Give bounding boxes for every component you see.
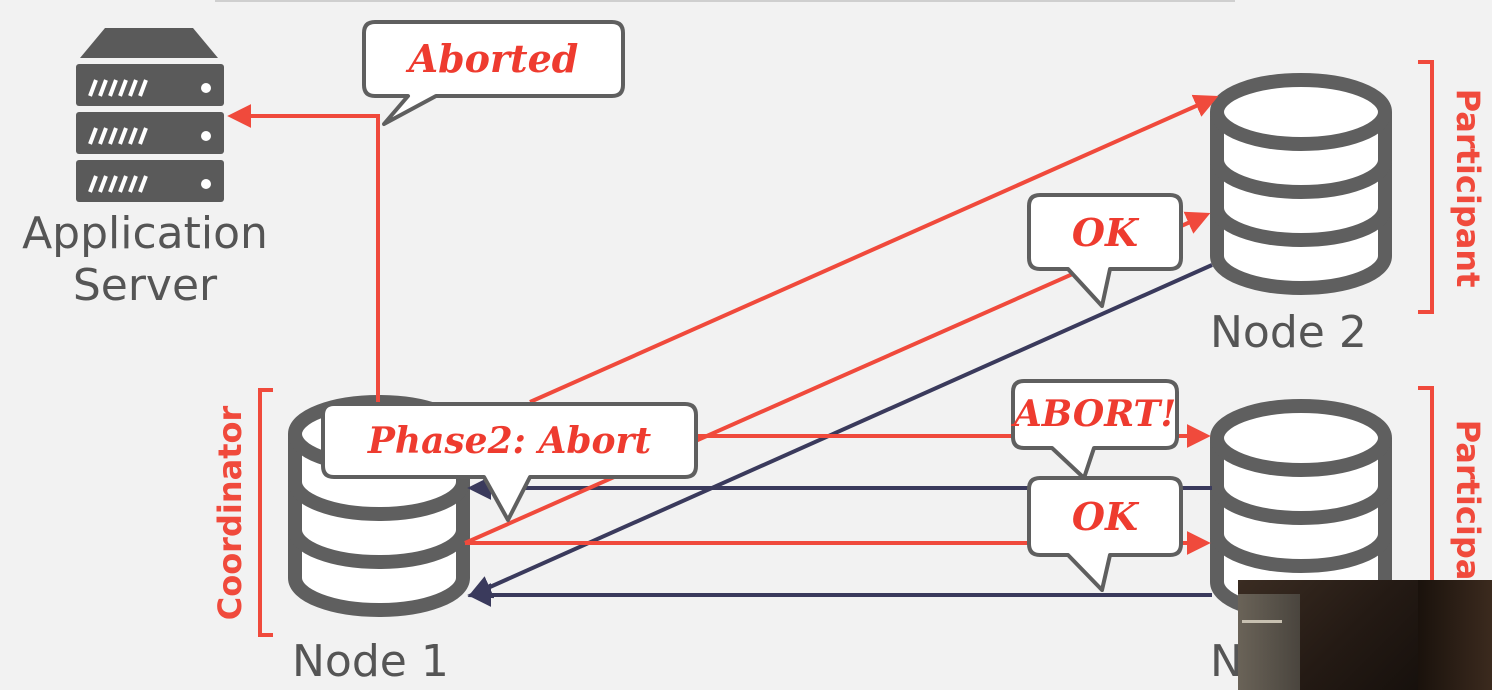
participant-label-node2: Participant xyxy=(1449,88,1487,288)
webcam-video-inset xyxy=(1238,580,1492,690)
server-icon xyxy=(76,28,224,202)
node3-label: N xyxy=(1210,636,1243,687)
arrow-node1-to-node2-phase2 xyxy=(529,94,1219,404)
database-icon-node2 xyxy=(1210,73,1392,295)
arrow-node1-to-app-server xyxy=(227,104,380,410)
bubble-ok-node2-text: OK xyxy=(1071,210,1139,255)
app-server-label: Application Server xyxy=(0,208,295,312)
bubble-ok-node2 xyxy=(1027,193,1183,308)
top-rule xyxy=(215,0,1235,2)
bubble-ok-node3 xyxy=(1027,476,1183,592)
webcam-wall xyxy=(1238,594,1300,690)
bubble-abort-node3-text: ABORT! xyxy=(1013,393,1177,435)
bubble-aborted xyxy=(362,20,625,126)
bubble-ok-node3-text: OK xyxy=(1071,494,1139,539)
bubble-aborted-text: Aborted xyxy=(408,36,579,81)
participant-label-node3: Participa xyxy=(1449,419,1487,581)
webcam-panel xyxy=(1418,580,1492,690)
app-server-label-line1: Application xyxy=(22,208,268,259)
node2-label: Node 2 xyxy=(1210,307,1367,358)
node1-label: Node 1 xyxy=(292,636,449,687)
bubble-phase2-text: Phase2: Abort xyxy=(367,420,652,462)
app-server-label-line2: Server xyxy=(72,260,218,311)
participant-bracket-node2 xyxy=(1418,60,1434,314)
bubble-phase2-abort xyxy=(321,402,698,522)
webcam-light xyxy=(1242,620,1282,623)
coordinator-bracket xyxy=(258,388,273,637)
coordinator-label: Coordinator xyxy=(211,405,249,621)
arrow-node2-to-node1 xyxy=(467,263,1213,599)
bubble-abort-node3 xyxy=(1011,379,1179,480)
